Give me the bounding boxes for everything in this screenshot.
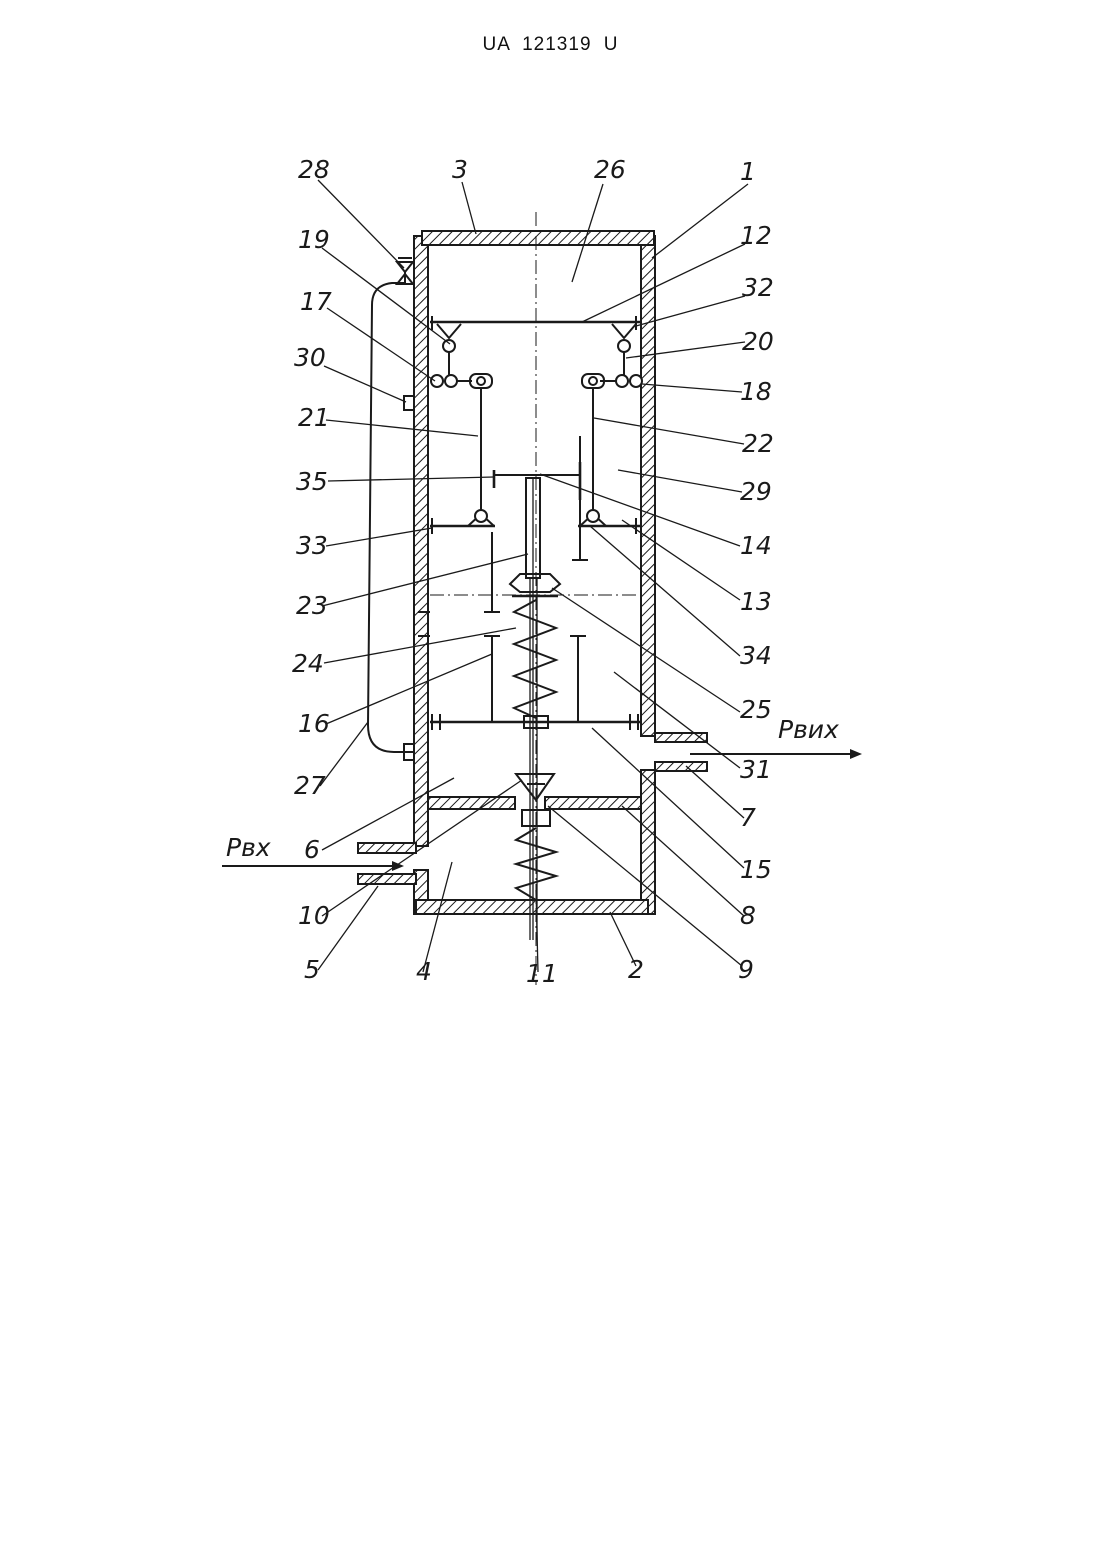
label-7: 7 (740, 803, 756, 832)
label-23: 23 (296, 591, 328, 620)
label-19: 19 (298, 225, 330, 254)
label-3: 3 (452, 155, 468, 184)
label-5: 5 (304, 955, 320, 984)
label-25: 25 (740, 695, 772, 724)
label-18: 18 (740, 377, 772, 406)
label-14: 14 (740, 531, 772, 560)
label-27: 27 (294, 771, 326, 800)
bypass-tube (368, 258, 414, 760)
outlet-pressure-label: Pвих (778, 715, 839, 744)
label-17: 17 (300, 287, 332, 316)
label-29: 29 (740, 477, 772, 506)
inlet-pressure-label: Pвх (226, 833, 271, 862)
label-34: 34 (740, 641, 772, 670)
label-33: 33 (296, 531, 328, 560)
label-24: 24 (292, 649, 324, 678)
lever-assembly-left (431, 324, 492, 512)
label-4: 4 (416, 957, 432, 986)
label-20: 20 (742, 327, 774, 356)
label-22: 22 (742, 429, 774, 458)
label-28: 28 (298, 155, 330, 184)
label-26: 26 (594, 155, 626, 184)
spring-support-25 (510, 574, 560, 592)
label-6: 6 (304, 835, 320, 864)
label-30: 30 (294, 343, 326, 372)
label-9: 9 (738, 955, 754, 984)
label-21: 21 (298, 403, 330, 432)
label-16: 16 (298, 709, 330, 738)
label-2: 2 (628, 955, 644, 984)
spring-24 (514, 600, 556, 718)
lever-assembly-right (582, 324, 642, 512)
label-35: 35 (296, 467, 328, 496)
label-12: 12 (740, 221, 772, 250)
label-10: 10 (298, 901, 330, 930)
label-13: 13 (740, 587, 772, 616)
label-32: 32 (742, 273, 774, 302)
label-11: 11 (526, 959, 558, 988)
label-15: 15 (740, 855, 772, 884)
label-1: 1 (740, 157, 756, 186)
label-8: 8 (740, 901, 756, 930)
label-31: 31 (740, 755, 772, 784)
